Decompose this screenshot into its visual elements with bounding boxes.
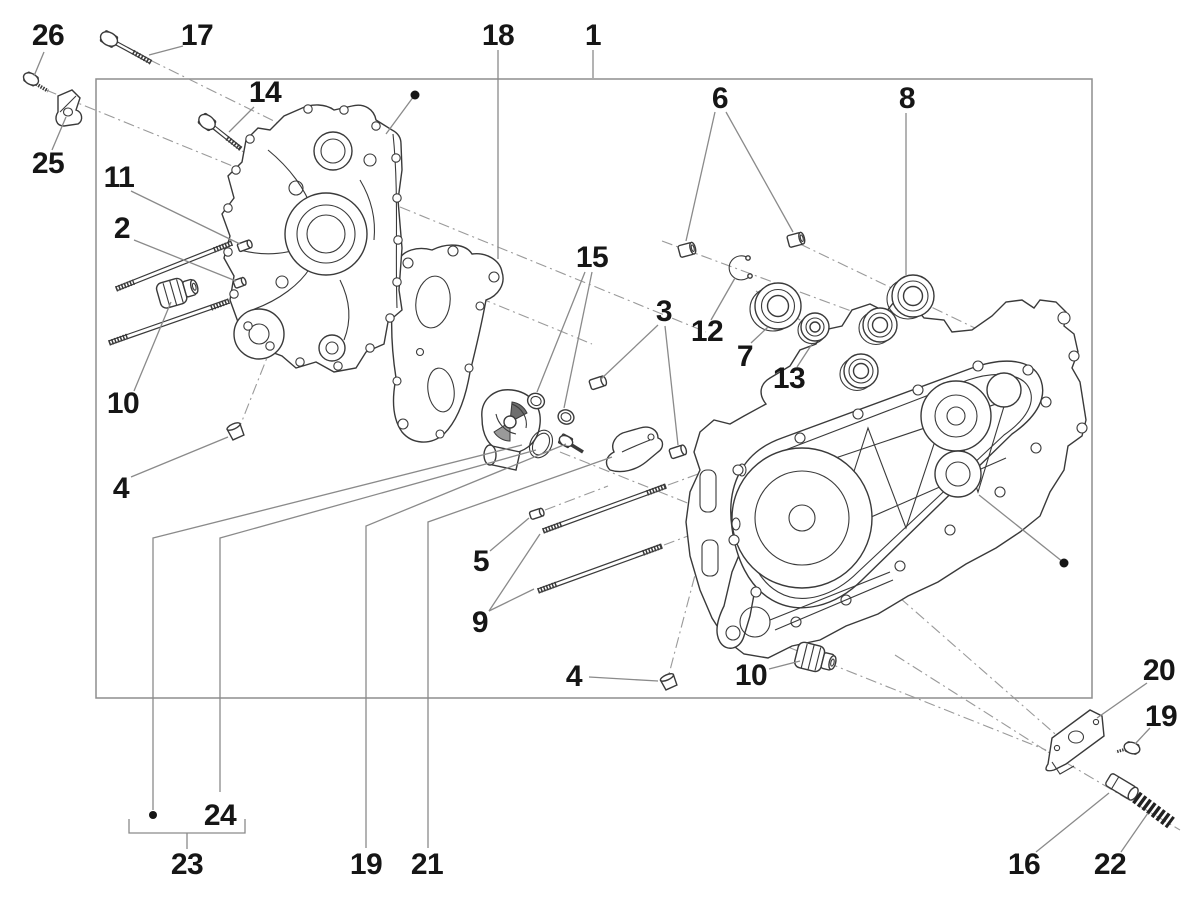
part-label-17: 17: [180, 19, 214, 52]
pin-3a: [588, 375, 608, 391]
part-label-26: 26: [31, 19, 65, 52]
bolt-17: [99, 30, 154, 66]
part-label-2: 2: [113, 212, 131, 245]
bearing-low: [839, 353, 879, 392]
part-label-15: 15: [575, 241, 609, 274]
part-label-9: 9: [471, 606, 489, 639]
part-label-22: 22: [1093, 848, 1127, 881]
frame-border: [95, 78, 1093, 699]
bearing-8: [886, 274, 935, 320]
plug-4-bottom: [659, 673, 678, 691]
plug-4-left: [226, 422, 245, 441]
part-label-18: 18: [481, 19, 515, 52]
oil-jet-bracket-20: [1045, 709, 1105, 775]
dowel-pin-2: [232, 276, 247, 289]
bearing-mid: [858, 307, 898, 346]
part-label-23: 23: [170, 848, 204, 881]
part-label-5: 5: [472, 545, 490, 578]
reference-dot-lines: [149, 90, 1069, 819]
part-label-10-left: 10: [106, 387, 140, 420]
clamp-25: [55, 89, 83, 127]
crankcase-half-right: [685, 299, 1088, 659]
bushing-10-left: [155, 277, 199, 309]
part-label-19-right: 19: [1144, 700, 1178, 733]
part-label-13: 13: [772, 362, 806, 395]
part-label-12: 12: [690, 315, 724, 348]
dowel-pin-11: [236, 239, 253, 253]
bent-leader-lines: [128, 443, 613, 849]
stud-lower-left: [108, 298, 231, 346]
part-label-14: 14: [248, 76, 282, 109]
part-label-16: 16: [1007, 848, 1041, 881]
oil-baffle: [605, 426, 664, 473]
bracket-23: [128, 819, 246, 849]
pin-3b: [668, 444, 688, 460]
part-label-4-left: 4: [112, 472, 130, 505]
crankcase-half-left: [221, 104, 403, 373]
pin-16: [1105, 773, 1139, 801]
part-label-25: 25: [31, 147, 65, 180]
bearing-7: [749, 282, 802, 332]
bushing-6a: [677, 241, 697, 258]
part-label-24: 24: [203, 799, 237, 832]
spring-22: [1132, 791, 1175, 829]
bolt-14: [197, 112, 243, 151]
stud-9b: [537, 543, 663, 594]
part-label-19-bottom: 19: [349, 848, 383, 881]
seal-ring-15a: [526, 392, 546, 410]
stud-9a: [542, 483, 667, 534]
part-label-20: 20: [1142, 654, 1176, 687]
stud-upper-left: [114, 240, 234, 292]
part-label-4-bottom: 4: [565, 660, 583, 693]
pin-5: [528, 507, 545, 520]
part-label-10-right: 10: [734, 659, 768, 692]
part-label-8: 8: [898, 82, 916, 115]
part-label-21: 21: [410, 848, 444, 881]
part-label-3: 3: [655, 295, 673, 328]
gasket: [391, 244, 504, 443]
circlip-12: [728, 255, 753, 281]
part-label-6: 6: [711, 82, 729, 115]
bushing-10-right: [793, 641, 837, 673]
oil-seal-13: [797, 312, 830, 345]
part-label-7: 7: [736, 340, 754, 373]
bolt-19-right: [1115, 741, 1141, 755]
leader-lines: [33, 45, 1151, 853]
part-label-1: 1: [584, 19, 602, 52]
part-label-11: 11: [103, 161, 135, 194]
pump-bolt: [558, 433, 584, 454]
seal-ring-15b: [557, 409, 575, 425]
bushing-6b: [786, 231, 806, 248]
